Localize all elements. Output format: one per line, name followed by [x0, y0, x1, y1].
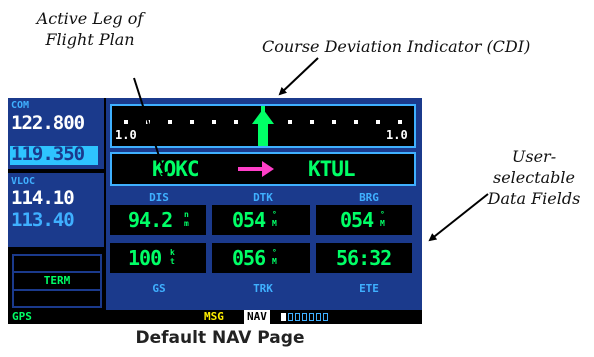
cdi-needle: [252, 106, 274, 146]
active-leg-callout: Active Leg of Flight Plan: [36, 9, 144, 49]
field-value-brg: 054: [340, 208, 374, 232]
com-label: COM: [11, 100, 30, 111]
page-indicator-square: [302, 313, 307, 321]
vloc-frequency-panel[interactable]: VLOC 114.10 113.40: [8, 173, 104, 247]
vloc-standby-frequency: 113.40: [11, 209, 75, 231]
vloc-active-frequency: 114.10: [11, 187, 75, 209]
field-unit-dis-top: n: [184, 210, 189, 219]
field-dis[interactable]: 94.2 n m: [110, 205, 206, 235]
field-ete[interactable]: 56:32: [316, 243, 412, 273]
data-fields-callout: User-selectable Data Fields: [487, 147, 581, 208]
field-unit-brg-bottom: M: [380, 219, 385, 228]
com-active-frequency: 122.800: [11, 112, 85, 134]
field-gs[interactable]: 100 k t: [110, 243, 206, 273]
field-label-dis: DIS: [149, 191, 169, 204]
field-unit-dis-bottom: m: [184, 219, 189, 228]
field-unit-dtk-bottom: M: [272, 219, 277, 228]
message-annunciator[interactable]: MSG: [204, 310, 224, 323]
field-unit-brg-top: °: [380, 210, 385, 219]
com-frequency-panel[interactable]: COM 122.800 119.350: [8, 98, 104, 169]
page-indicator-square: [281, 313, 286, 321]
field-value-ete: 56:32: [336, 246, 392, 270]
field-unit-gs-bottom: t: [170, 257, 175, 266]
cdi-source-annunciator: GPS: [12, 310, 32, 323]
page-group-label: NAV: [244, 310, 270, 324]
page-indicator-square: [316, 313, 321, 321]
cdi-callout: Course Deviation Indicator (CDI): [262, 37, 531, 56]
field-label-ete: ETE: [359, 282, 379, 295]
side-field-3: [12, 289, 102, 308]
page-indicator-square: [323, 313, 328, 321]
cdi-scale-right: 1.0: [386, 128, 408, 142]
active-leg: KOKC KTUL: [110, 152, 416, 186]
course-deviation-indicator: 1.0 1.0: [110, 104, 416, 148]
data-fields-arrow: [428, 193, 489, 242]
status-bar: GPS MSG NAV: [8, 310, 422, 324]
page-indicator-square: [309, 313, 314, 321]
field-value-trk: 056: [232, 246, 266, 270]
figure-caption: Default NAV Page: [135, 328, 305, 348]
page-indicator: [281, 313, 330, 322]
gps-display: COM 122.800 119.350 VLOC 114.10 113.40 T…: [8, 98, 422, 324]
cdi-arrow: [278, 57, 319, 96]
field-value-dis: 94.2: [128, 208, 173, 232]
active-leg-arrow: [133, 77, 168, 180]
com-standby-highlight: [10, 146, 98, 165]
com-standby-frequency: 119.350: [11, 143, 85, 165]
field-unit-gs-top: k: [170, 248, 175, 257]
field-trk[interactable]: 056 ° M: [212, 243, 310, 273]
vloc-label: VLOC: [11, 176, 36, 187]
leg-arrow-icon: [238, 161, 274, 177]
page-indicator-square: [288, 313, 293, 321]
field-unit-trk-bottom: M: [272, 257, 277, 266]
to-waypoint: KTUL: [308, 157, 356, 181]
field-brg[interactable]: 054 ° M: [316, 205, 412, 235]
data-fields: DIS DTK BRG 94.2 n m 054 ° M 054 ° M 100: [106, 190, 422, 310]
field-value-gs: 100: [128, 246, 162, 270]
page-indicator-square: [295, 313, 300, 321]
field-value-dtk: 054: [232, 208, 266, 232]
field-unit-trk-top: °: [272, 248, 277, 257]
nav-page: 1.0 1.0 KOKC KTUL DIS DTK BRG 94.2 n m 0…: [106, 98, 422, 310]
field-dtk[interactable]: 054 ° M: [212, 205, 310, 235]
field-label-brg: BRG: [359, 191, 379, 204]
field-label-dtk: DTK: [253, 191, 273, 204]
field-unit-dtk-top: °: [272, 210, 277, 219]
cdi-scale-left: 1.0: [115, 128, 137, 142]
field-label-gs: GS: [152, 282, 166, 295]
field-label-trk: TRK: [253, 282, 273, 295]
